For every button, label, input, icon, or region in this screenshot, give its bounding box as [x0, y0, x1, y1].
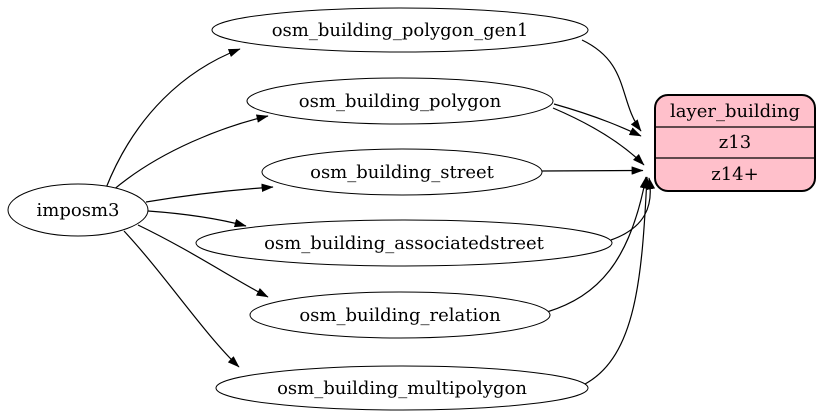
edge-street-to-z14	[541, 166, 644, 175]
street-label: osm_building_street	[310, 162, 495, 183]
polygon-gen1-label: osm_building_polygon_gen1	[272, 20, 529, 41]
edge-polygon-to-z13	[553, 103, 642, 137]
edge-imposm3-to-polygon	[111, 114, 269, 192]
node-layer-building: layer_building z13 z14+	[654, 94, 816, 192]
associatedstreet-shape	[195, 219, 613, 267]
relation-shape	[249, 291, 551, 339]
associatedstreet-label: osm_building_associatedstreet	[264, 233, 545, 254]
node-imposm3: imposm3	[7, 183, 149, 237]
polygon-label: osm_building_polygon	[299, 91, 502, 112]
edge-imposm3-to-relation	[137, 224, 269, 298]
polygon-gen1-shape	[211, 7, 589, 53]
imposm3-label: imposm3	[37, 200, 120, 221]
imposm3-shape	[7, 183, 149, 237]
edge-multipolygon-to-z14	[584, 176, 651, 385]
node-osm-building-associatedstreet: osm_building_associatedstreet	[195, 219, 613, 267]
edge-imposm3-to-multipolygon	[123, 230, 240, 368]
edge-imposm3-to-polygon-gen1	[105, 48, 241, 189]
node-osm-building-polygon-gen1: osm_building_polygon_gen1	[211, 7, 589, 53]
edge-polygon-to-z14	[552, 107, 645, 166]
polygon-shape	[246, 77, 554, 125]
layer-building-row-z14: z14+	[711, 164, 758, 185]
edge-imposm3-to-associatedstreet	[147, 210, 247, 228]
layer-building-row-z13: z13	[719, 132, 751, 153]
relation-label: osm_building_relation	[299, 305, 501, 326]
multipolygon-label: osm_building_multipolygon	[277, 378, 527, 399]
node-osm-building-multipolygon: osm_building_multipolygon	[215, 365, 589, 411]
multipolygon-shape	[215, 365, 589, 411]
node-osm-building-street: osm_building_street	[261, 148, 543, 196]
edge-imposm3-to-street	[145, 183, 274, 203]
node-osm-building-polygon: osm_building_polygon	[246, 77, 554, 125]
street-shape	[261, 148, 543, 196]
layer-building-shape	[654, 94, 816, 192]
layer-building-title: layer_building	[670, 101, 800, 122]
node-osm-building-relation: osm_building_relation	[249, 291, 551, 339]
edge-polygon-gen1-to-z13	[581, 39, 642, 132]
edge-relation-to-z14	[546, 176, 649, 313]
